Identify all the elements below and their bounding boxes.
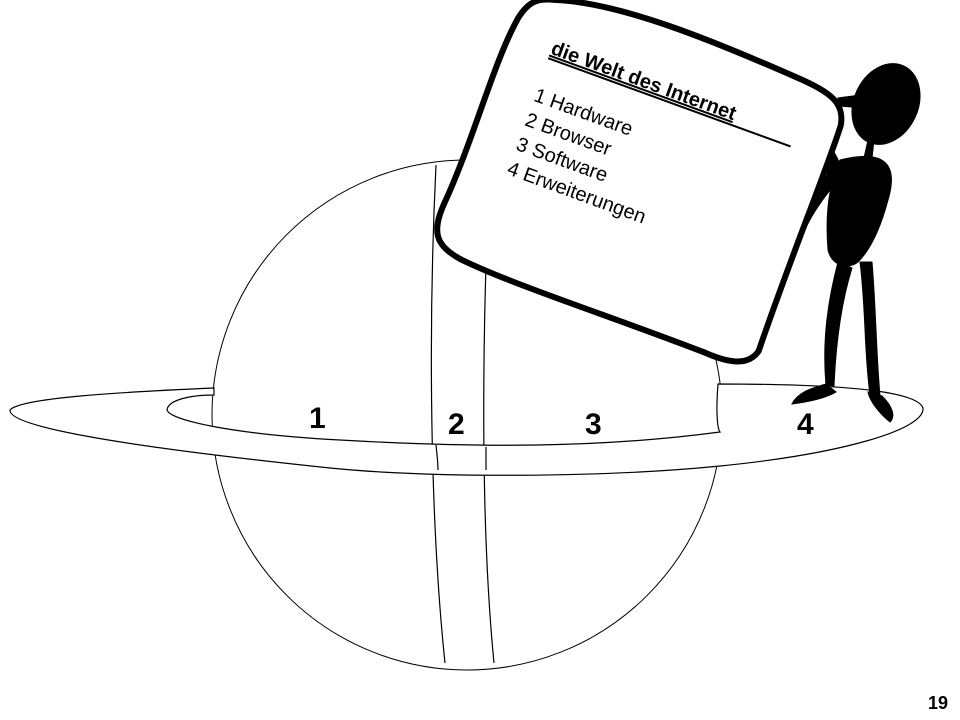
band-front: [435, 444, 487, 471]
planet-ring: [9, 383, 924, 476]
sign-board: die Welt des Internet 1 Hardware 2 Brows…: [434, 0, 845, 365]
region-label-2: 2: [448, 408, 465, 441]
region-label-1: 1: [309, 402, 326, 435]
sign-outline: [434, 0, 845, 365]
region-label-3: 3: [585, 408, 602, 441]
region-label-4: 4: [797, 408, 814, 441]
page-number: 19: [927, 693, 948, 713]
sign-title-underline: [547, 57, 791, 148]
